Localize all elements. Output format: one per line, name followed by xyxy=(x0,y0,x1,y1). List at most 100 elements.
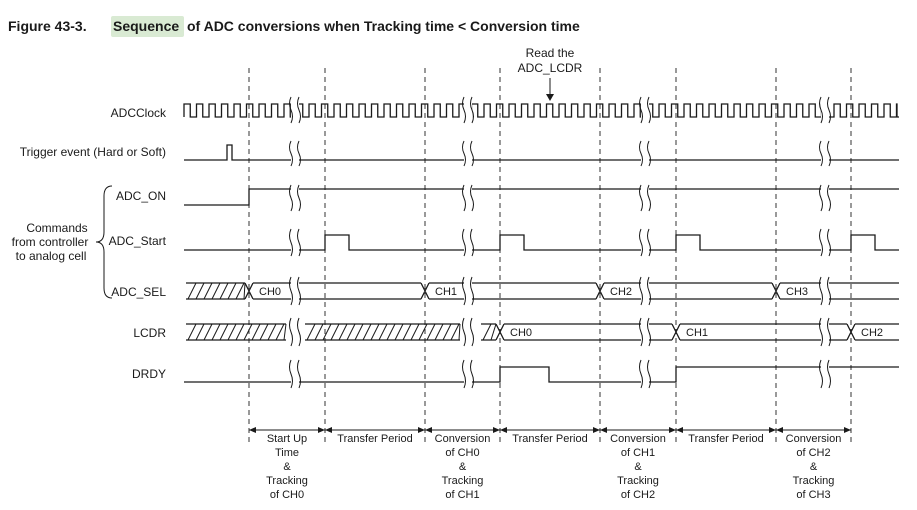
break-mark xyxy=(827,317,831,347)
period-label: of CH1 xyxy=(621,447,655,459)
period-label: Transfer Period xyxy=(337,433,412,445)
break-mark xyxy=(462,276,466,306)
lcdr-value-ch0: CH0 xyxy=(510,327,532,339)
break-gap xyxy=(821,97,829,123)
signal-label-adc-on: ADC_ON xyxy=(116,189,166,203)
figure-title: of ADC conversions when Tracking time < … xyxy=(187,18,580,34)
break-mark xyxy=(647,184,651,212)
break-gap xyxy=(641,360,649,388)
break-mark xyxy=(297,317,301,347)
break-mark xyxy=(819,317,823,347)
read-lcdr-annotation-line2: ADC_LCDR xyxy=(518,61,583,75)
break-mark xyxy=(647,317,651,347)
break-gap xyxy=(641,97,649,123)
signal-label-drdy: DRDY xyxy=(132,367,166,381)
break-mark xyxy=(289,228,293,257)
period-arrowhead xyxy=(325,427,332,433)
break-mark xyxy=(297,96,301,124)
break-gap xyxy=(641,185,649,211)
period-label: of CH3 xyxy=(796,489,830,501)
break-mark xyxy=(819,359,823,389)
signal-label-trigger: Trigger event (Hard or Soft) xyxy=(20,145,166,159)
break-mark xyxy=(289,96,293,124)
break-gap xyxy=(464,277,472,305)
period-arrowhead xyxy=(844,427,851,433)
read-lcdr-annotation-line1: Read the xyxy=(526,46,575,60)
period-arrowhead xyxy=(676,427,683,433)
break-mark xyxy=(827,359,831,389)
break-mark xyxy=(462,140,466,167)
signal-label-adc-sel: ADC_SEL xyxy=(111,285,166,299)
lcdr-value-ch2: CH2 xyxy=(861,327,883,339)
adc-sel-hatch xyxy=(187,282,246,300)
break-mark xyxy=(297,276,301,306)
break-mark xyxy=(470,184,474,212)
period-arrowhead xyxy=(769,427,776,433)
figure-number: Figure 43-3. xyxy=(8,18,87,34)
break-mark xyxy=(819,140,823,167)
break-mark xyxy=(819,228,823,257)
break-mark xyxy=(827,96,831,124)
break-mark xyxy=(819,96,823,124)
period-label: of CH2 xyxy=(621,489,655,501)
period-label: Tracking xyxy=(266,475,308,487)
period-arrowhead xyxy=(418,427,425,433)
break-mark xyxy=(470,317,474,347)
break-mark xyxy=(297,359,301,389)
break-mark xyxy=(297,228,301,257)
break-gap xyxy=(464,141,472,166)
break-gap xyxy=(291,277,299,305)
break-mark xyxy=(462,184,466,212)
lcdr-hatch xyxy=(482,323,497,341)
command-group-brace xyxy=(95,185,113,299)
break-gap xyxy=(464,185,472,211)
break-mark xyxy=(639,96,643,124)
period-label: Tracking xyxy=(793,475,835,487)
period-label: & xyxy=(283,461,291,473)
period-label: of CH0 xyxy=(445,447,479,459)
period-arrowhead xyxy=(669,427,676,433)
break-mark xyxy=(827,184,831,212)
break-mark xyxy=(647,359,651,389)
adc-on-line xyxy=(184,188,899,206)
period-label: & xyxy=(459,461,467,473)
break-gap xyxy=(641,277,649,305)
signal-label-lcdr: LCDR xyxy=(133,326,166,340)
break-gap xyxy=(821,318,829,346)
period-arrowhead xyxy=(593,427,600,433)
break-gap xyxy=(821,185,829,211)
break-mark xyxy=(827,276,831,306)
waveform-trigger xyxy=(184,144,899,161)
break-mark xyxy=(470,96,474,124)
break-mark xyxy=(639,359,643,389)
period-arrowhead xyxy=(776,427,783,433)
figure-title-highlight: Sequence xyxy=(113,18,179,34)
period-label: of CH2 xyxy=(796,447,830,459)
period-arrowhead xyxy=(249,427,256,433)
break-gap xyxy=(464,97,472,123)
break-mark xyxy=(827,140,831,167)
waveform-adc-sel xyxy=(186,282,899,300)
period-label: Conversion xyxy=(435,433,491,445)
break-gap xyxy=(464,318,472,346)
period-label: Conversion xyxy=(610,433,666,445)
time-markers xyxy=(248,68,852,445)
break-gap xyxy=(821,229,829,256)
break-mark xyxy=(647,140,651,167)
period-label: Transfer Period xyxy=(512,433,587,445)
title-highlight-box xyxy=(111,16,184,37)
lcdr-hatch xyxy=(306,323,461,341)
break-gap xyxy=(641,318,649,346)
break-gap xyxy=(291,97,299,123)
period-label: Conversion xyxy=(786,433,842,445)
break-gap xyxy=(464,360,472,388)
break-mark xyxy=(462,96,466,124)
break-mark xyxy=(827,228,831,257)
break-mark xyxy=(647,96,651,124)
adc-sel-value-ch0: CH0 xyxy=(259,286,281,298)
break-mark xyxy=(289,276,293,306)
break-mark xyxy=(639,140,643,167)
break-mark xyxy=(289,317,293,347)
lcdr-hatch xyxy=(187,323,287,341)
break-mark xyxy=(819,276,823,306)
